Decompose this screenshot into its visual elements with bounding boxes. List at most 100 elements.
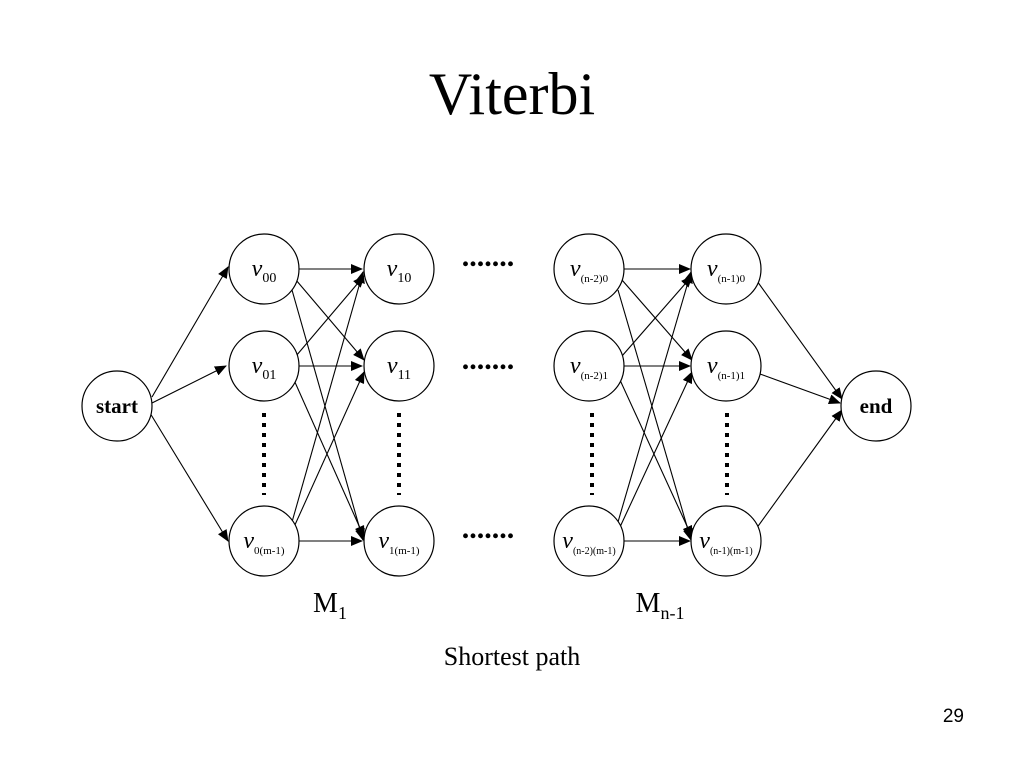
node-v11-base: v	[387, 353, 398, 379]
node-v01-label: v01	[252, 353, 277, 383]
node-v0m-sub: 0(m-1)	[254, 545, 285, 557]
node-vn21-sub: (n-2)1	[581, 370, 609, 382]
edge-start-v01	[151, 365, 227, 404]
node-vn10: v(n-1)0	[690, 233, 762, 305]
edge-v00-v1m	[291, 289, 365, 541]
node-v0m: v0(m-1)	[228, 505, 300, 577]
node-vn21-circle	[553, 330, 625, 402]
node-v1m-base: v	[378, 528, 389, 554]
edge-v01-v10	[295, 275, 365, 357]
node-v11: v11	[363, 330, 435, 402]
edge-v01-v1m	[293, 379, 365, 538]
edge-start-v0m	[149, 412, 229, 542]
edge-start-v00	[151, 266, 229, 398]
node-vn2m: v(n-2)(m-1)	[553, 505, 625, 577]
horizontal-dots-row2: .......	[462, 512, 515, 545]
node-v01-circle	[228, 330, 300, 402]
node-v11-circle	[363, 330, 435, 402]
node-vn1m: v(n-1)(m-1)	[690, 505, 762, 577]
node-vn11-base: v	[707, 353, 718, 379]
node-v00: v00	[228, 233, 300, 305]
node-vn1m-circle	[690, 505, 762, 577]
end-node-circle	[840, 370, 912, 442]
node-vn11-label: v(n-1)1	[707, 353, 745, 382]
node-v10-circle	[363, 233, 435, 305]
horizontal-dots-row1: .......	[462, 343, 515, 376]
edge-vn1m-end	[755, 409, 843, 530]
node-v1m: v1(m-1)	[363, 505, 435, 577]
node-vn20-circle	[553, 233, 625, 305]
node-v00-sub: 00	[262, 271, 276, 286]
node-v1m-circle	[363, 505, 435, 577]
node-v11-sub: 11	[398, 368, 411, 383]
node-v10-base: v	[387, 256, 398, 282]
edge-v00-v11	[295, 279, 365, 361]
start-node-circle	[81, 370, 153, 442]
matrix-label-m1-sub: 1	[338, 603, 347, 623]
node-vn11: v(n-1)1	[690, 330, 762, 402]
matrix-label-m1-base: M	[313, 588, 338, 619]
node-v10-label: v10	[387, 256, 412, 286]
page-number: 29	[942, 706, 964, 727]
node-vn10-label: v(n-1)0	[707, 256, 746, 285]
node-vn1m-label: v(n-1)(m-1)	[699, 528, 752, 557]
horizontal-ellipses: ....... ....... .......	[462, 240, 515, 545]
node-v00-base: v	[252, 256, 263, 282]
node-v00-label: v00	[252, 256, 277, 286]
node-vn20-base: v	[570, 256, 581, 282]
node-v0m-label: v0(m-1)	[243, 528, 285, 557]
edge-vn20-vn1m	[617, 289, 693, 541]
node-vn11-circle	[690, 330, 762, 402]
node-v0m-base: v	[243, 528, 254, 554]
node-vn21-label: v(n-2)1	[570, 353, 608, 382]
edge-v0m-v10	[291, 271, 365, 523]
matrix-label-m1: M1	[313, 588, 347, 623]
edges	[149, 264, 843, 546]
node-vn10-sub: (n-1)0	[718, 273, 746, 285]
edge-vn2m-vn10	[617, 271, 693, 523]
slide-title: Viterbi	[428, 61, 596, 127]
edge-vn11-end	[759, 373, 841, 404]
node-vn20-label: v(n-2)0	[570, 256, 609, 285]
node-vn10-circle	[690, 233, 762, 305]
node-v1m-label: v1(m-1)	[378, 528, 420, 557]
edge-v0m-v11	[293, 371, 365, 528]
edge-vn10-end	[756, 280, 843, 400]
end-node: end	[840, 370, 912, 442]
node-v10: v10	[363, 233, 435, 305]
node-vn2m-base: v	[562, 528, 573, 554]
node-v01: v01	[228, 330, 300, 402]
node-vn20-sub: (n-2)0	[581, 273, 609, 285]
matrix-label-mn1: Mn-1	[636, 588, 685, 623]
horizontal-dots-row0: .......	[462, 240, 515, 273]
node-v1m-sub: 1(m-1)	[389, 545, 420, 557]
node-v00-circle	[228, 233, 300, 305]
diagram-caption: Shortest path	[443, 642, 581, 671]
start-node: start	[81, 370, 153, 442]
node-vn1m-sub: (n-1)(m-1)	[710, 546, 753, 557]
node-vn2m-sub: (n-2)(m-1)	[573, 546, 616, 557]
edge-vn21-vn1m	[619, 379, 693, 538]
vertical-ellipses	[262, 413, 729, 495]
node-v0m-circle	[228, 505, 300, 577]
node-vn11-sub: (n-1)1	[718, 370, 746, 382]
node-vn21: v(n-2)1	[553, 330, 625, 402]
node-v01-sub: 01	[262, 368, 276, 383]
edge-vn2m-vn11	[619, 371, 693, 528]
matrix-label-mn1-sub: n-1	[660, 603, 684, 623]
edge-vn20-vn11	[621, 279, 693, 361]
node-v01-base: v	[252, 353, 263, 379]
node-vn10-base: v	[707, 256, 718, 282]
matrix-label-mn1-base: M	[636, 588, 661, 619]
node-v10-sub: 10	[397, 271, 411, 286]
node-vn1m-base: v	[699, 528, 710, 554]
node-vn21-base: v	[570, 353, 581, 379]
node-vn20: v(n-2)0	[553, 233, 625, 305]
node-v11-label: v11	[387, 353, 411, 383]
node-vn2m-label: v(n-2)(m-1)	[562, 528, 615, 557]
end-node-label: end	[860, 394, 893, 418]
start-node-label: start	[96, 394, 138, 418]
node-vn2m-circle	[553, 505, 625, 577]
edge-vn21-vn10	[621, 275, 693, 357]
